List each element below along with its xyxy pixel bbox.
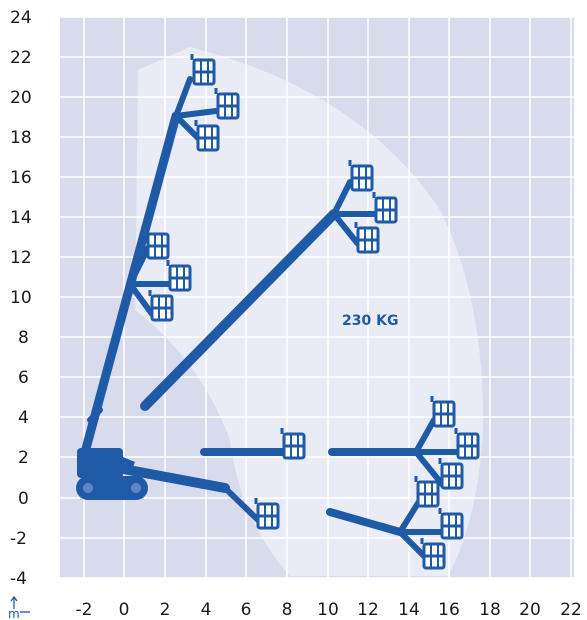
boom-low: [113, 463, 230, 493]
y-tick: 12: [10, 248, 32, 268]
y-tick: -2: [10, 529, 27, 549]
boom-positions: [79, 76, 465, 563]
x-tick: 4: [201, 600, 212, 620]
x-tick: 20: [519, 600, 541, 620]
boom-low: [326, 508, 404, 536]
jib-up: [413, 417, 437, 455]
x-tick: 16: [438, 600, 460, 620]
jib-up: [173, 76, 193, 119]
y-tick: 4: [18, 408, 29, 428]
jib-down: [413, 449, 445, 487]
y-tick: 24: [10, 8, 32, 28]
jib-up: [127, 245, 151, 287]
x-tick: 14: [398, 600, 420, 620]
jib-up: [331, 179, 353, 217]
y-tick: 0: [18, 489, 29, 509]
boom-diagonal: [140, 209, 339, 411]
x-tick: 22: [560, 600, 582, 620]
y-tick: 2: [18, 448, 29, 468]
x-tick: 10: [317, 600, 339, 620]
y-tick: 10: [10, 288, 32, 308]
x-tick: -2: [76, 600, 93, 620]
y-tick: 8: [18, 328, 29, 348]
jib-stub: [87, 407, 103, 423]
y-tick: -4: [10, 569, 27, 589]
y-tick: 18: [10, 128, 32, 148]
jib-down: [222, 485, 261, 523]
capacity-label: 230 KG: [342, 313, 398, 329]
y-tick: 14: [10, 208, 32, 228]
y-tick: 20: [10, 88, 32, 108]
x-axis-labels: -2 0 2 4 6 8 10 12 14 16 18 20 22: [76, 600, 582, 620]
jib-level: [173, 108, 219, 119]
jib-down: [173, 113, 203, 143]
x-tick: 6: [241, 600, 252, 620]
y-axis-labels: 24 22 20 18 16 14 12 10 8 6 4 2 0 -2 -4: [10, 8, 32, 589]
x-tick: 8: [282, 600, 293, 620]
x-tick: 2: [160, 600, 171, 620]
y-tick: 6: [18, 368, 29, 388]
jib-down: [127, 281, 155, 317]
jib-down: [331, 211, 361, 247]
working-envelope: [135, 47, 484, 576]
x-tick: 18: [479, 600, 501, 620]
meter-unit-icon: m: [8, 595, 30, 620]
x-tick: 12: [357, 600, 379, 620]
unit-label: m: [8, 607, 20, 620]
x-tick: 0: [119, 600, 130, 620]
y-tick: 22: [10, 48, 32, 68]
y-tick: 16: [10, 168, 32, 188]
